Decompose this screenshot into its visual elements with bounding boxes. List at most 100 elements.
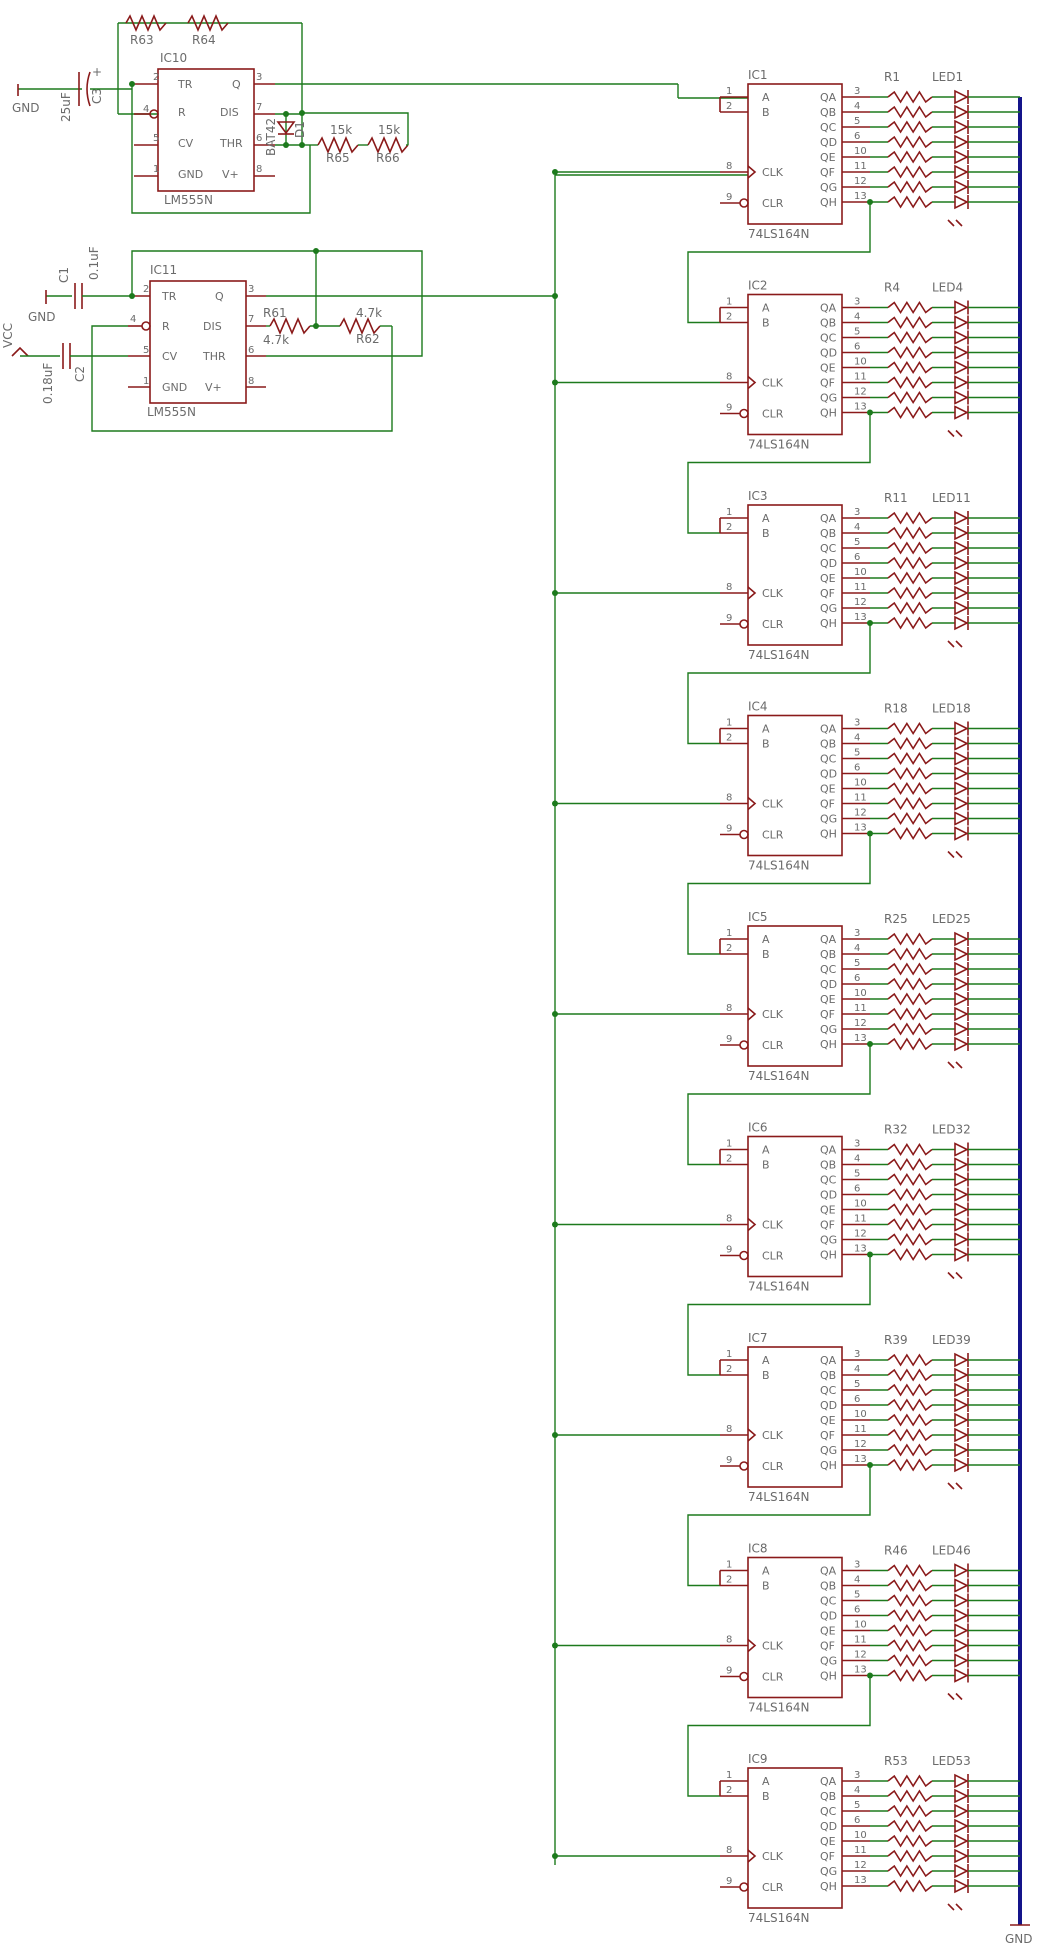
pin-number: 12 [854,597,867,608]
resistor [887,826,933,841]
led-icon [954,1036,969,1052]
pin-name: CLK [762,798,784,811]
pin-number: 5 [854,1169,860,1180]
pin-number: 4 [143,104,149,115]
led-icon [954,811,969,826]
led-icon [954,510,969,526]
led-icon [954,1202,969,1217]
pin-name: QG [820,1865,837,1878]
pin-number: 12 [854,1229,867,1240]
pin-name: CLR [762,1039,784,1052]
diode-d1 [276,121,296,135]
led-icon [954,826,969,841]
led-emission-icon [947,219,963,227]
pin-number: 13 [854,612,867,623]
led-icon [954,766,969,781]
pin-number: 11 [854,372,867,383]
pin-name: QG [820,392,837,405]
resistor [887,992,933,1006]
pin-name: THR [202,350,226,363]
pin-name: QH [820,617,837,630]
resistor [887,1774,933,1788]
pin-name: CLK [762,587,784,600]
led-icon [954,555,969,571]
pin-number: 9 [726,1666,732,1677]
led-icon [954,600,969,616]
pin-number: 12 [854,176,867,187]
pin-name: B [762,948,770,961]
led-emission-icon [947,429,963,438]
r64-name: R64 [192,33,216,47]
pin-number: 1 [726,297,732,308]
pin-number: 10 [854,988,867,999]
pin-name: QA [820,933,837,946]
wire [131,89,311,214]
led-emission-icon [947,640,963,648]
pin-number: 6 [854,1815,860,1826]
junction-dot [552,293,558,299]
pin-number: 3 [248,284,254,295]
led-icon [954,736,969,751]
pin-name: QB [820,106,836,119]
clock-edge-icon [747,1217,757,1232]
pin-name: QE [820,993,836,1006]
pin-name: QD [820,978,837,991]
shift-register-body [747,1346,843,1488]
cascade-wire [687,1465,871,1587]
c3-name: C3 [90,88,104,104]
r62-name: R62 [356,332,380,346]
pin-number: 13 [854,1244,867,1255]
pin-number: 2 [726,733,732,744]
resistor [887,1668,933,1683]
led-icon [954,1653,969,1668]
pin-number: 8 [256,164,262,175]
resistor [887,1022,933,1036]
pin-name: QE [820,151,836,164]
led-icon [954,1172,969,1187]
led-icon [954,1578,969,1593]
resistor [887,1398,933,1412]
pin-number: 1 [726,86,732,97]
pin-name: QF [820,1008,835,1021]
pin-name: QG [820,602,837,615]
pin-number: 2 [153,72,159,83]
timer-ic11: IC11 LM555N TR R CV GND Q DIS THR V+ 2 4… [1,246,555,432]
led-icon [954,330,969,345]
timer-ic10-body [157,68,255,192]
c2-value: 0.18uF [41,363,55,404]
led-icon [954,390,969,405]
resistor [887,1172,933,1187]
r65-name: R65 [326,151,350,165]
pin-name: QE [820,572,836,585]
pin-number: 6 [854,973,860,984]
resistor-label: R1 [884,70,900,84]
resistor [887,1353,933,1367]
vcc-label: VCC [1,323,15,348]
pin-name: QB [820,1580,836,1593]
led-icon [954,149,969,165]
pin-number: 11 [854,1845,867,1856]
pin-number: 3 [854,1770,860,1781]
led-icon [954,946,969,962]
register-type: 74LS164N [748,648,809,662]
resistor [887,135,933,149]
pin-name: A [762,1354,770,1367]
gnd-bus-label: GND [1005,1932,1033,1946]
pin-number: 12 [854,387,867,398]
led-icon [954,991,969,1007]
resistor [887,360,933,375]
pin-name: QC [820,1174,837,1187]
pin-name: QG [820,813,837,826]
pin-inverter [739,829,749,840]
resistor [887,90,933,104]
resistor [887,1819,933,1833]
resistor-r61 [269,316,311,336]
pin-name: QH [820,1249,837,1262]
pin-number: 1 [726,1770,732,1781]
cascade-wire [687,1044,871,1166]
resistor-r66 [367,135,409,155]
led-icon [954,1006,969,1022]
pin-number: 12 [854,1439,867,1450]
pin-name: QC [820,753,837,766]
pin-name: CLK [762,1219,784,1232]
